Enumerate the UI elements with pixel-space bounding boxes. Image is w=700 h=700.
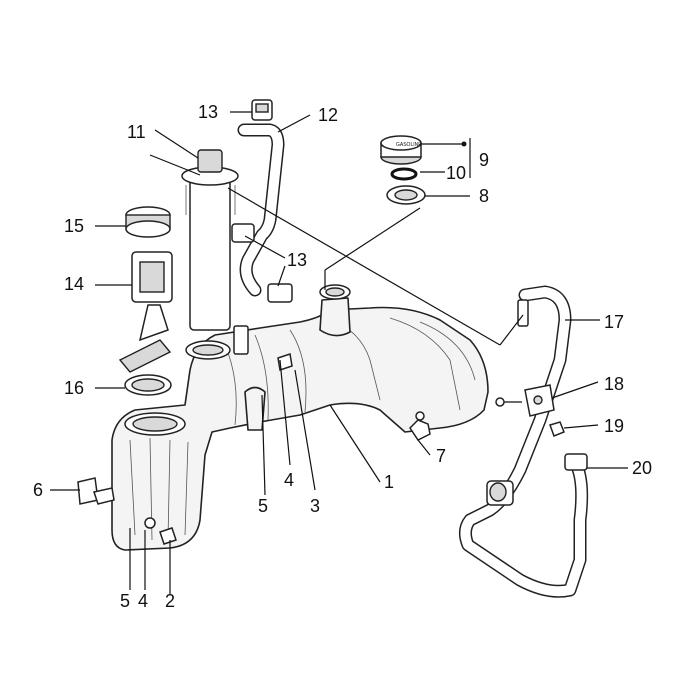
callout-1: 1 — [384, 472, 394, 492]
callout-20: 20 — [632, 458, 652, 478]
fuel-pump-assembly — [181, 149, 239, 331]
pump-lock-ring — [125, 206, 171, 238]
filler-gasket — [386, 185, 426, 205]
callout-15: 15 — [64, 216, 84, 236]
leader-lines — [50, 111, 628, 595]
callout-7: 7 — [436, 446, 446, 466]
bolt-3 — [277, 353, 293, 371]
bracket-screw — [495, 397, 565, 437]
callout-12: 12 — [318, 105, 338, 125]
callout-labels: 1 2 3 4 4 5 5 6 7 8 9 10 11 12 13 13 14 … — [33, 102, 652, 611]
clip-6 — [77, 477, 115, 505]
callout-19: 19 — [604, 416, 624, 436]
callout-13-lower: 13 — [287, 250, 307, 270]
hose-bracket — [524, 384, 555, 417]
callout-13-upper: 13 — [198, 102, 218, 122]
hose-clamp-upper — [251, 99, 273, 121]
fuel-cap: GASOLINE — [380, 135, 422, 165]
pump-seal — [124, 374, 172, 396]
callout-16: 16 — [64, 378, 84, 398]
callout-4-lower: 4 — [138, 591, 148, 611]
bolt-2 — [144, 517, 177, 545]
callout-18: 18 — [604, 374, 624, 394]
drain-hose — [458, 285, 589, 598]
callout-2: 2 — [165, 591, 175, 611]
fuel-tank — [111, 284, 489, 551]
callout-10: 10 — [446, 163, 466, 183]
cap-dot — [461, 141, 467, 147]
cap-label: GASOLINE — [396, 142, 422, 148]
callout-17: 17 — [604, 312, 624, 332]
callout-11: 11 — [127, 122, 146, 142]
fuel-filter — [118, 251, 173, 373]
hose-clamp-lower — [231, 223, 293, 303]
callout-9: 9 — [479, 150, 489, 170]
callout-4-upper: 4 — [284, 470, 294, 490]
callout-3: 3 — [310, 496, 320, 516]
callout-5-upper: 5 — [258, 496, 268, 516]
breather-hose — [237, 123, 285, 297]
callout-14: 14 — [64, 274, 84, 294]
callout-8: 8 — [479, 186, 489, 206]
o-ring — [390, 167, 418, 181]
callout-5-lower: 5 — [120, 591, 130, 611]
callout-6: 6 — [33, 480, 43, 500]
